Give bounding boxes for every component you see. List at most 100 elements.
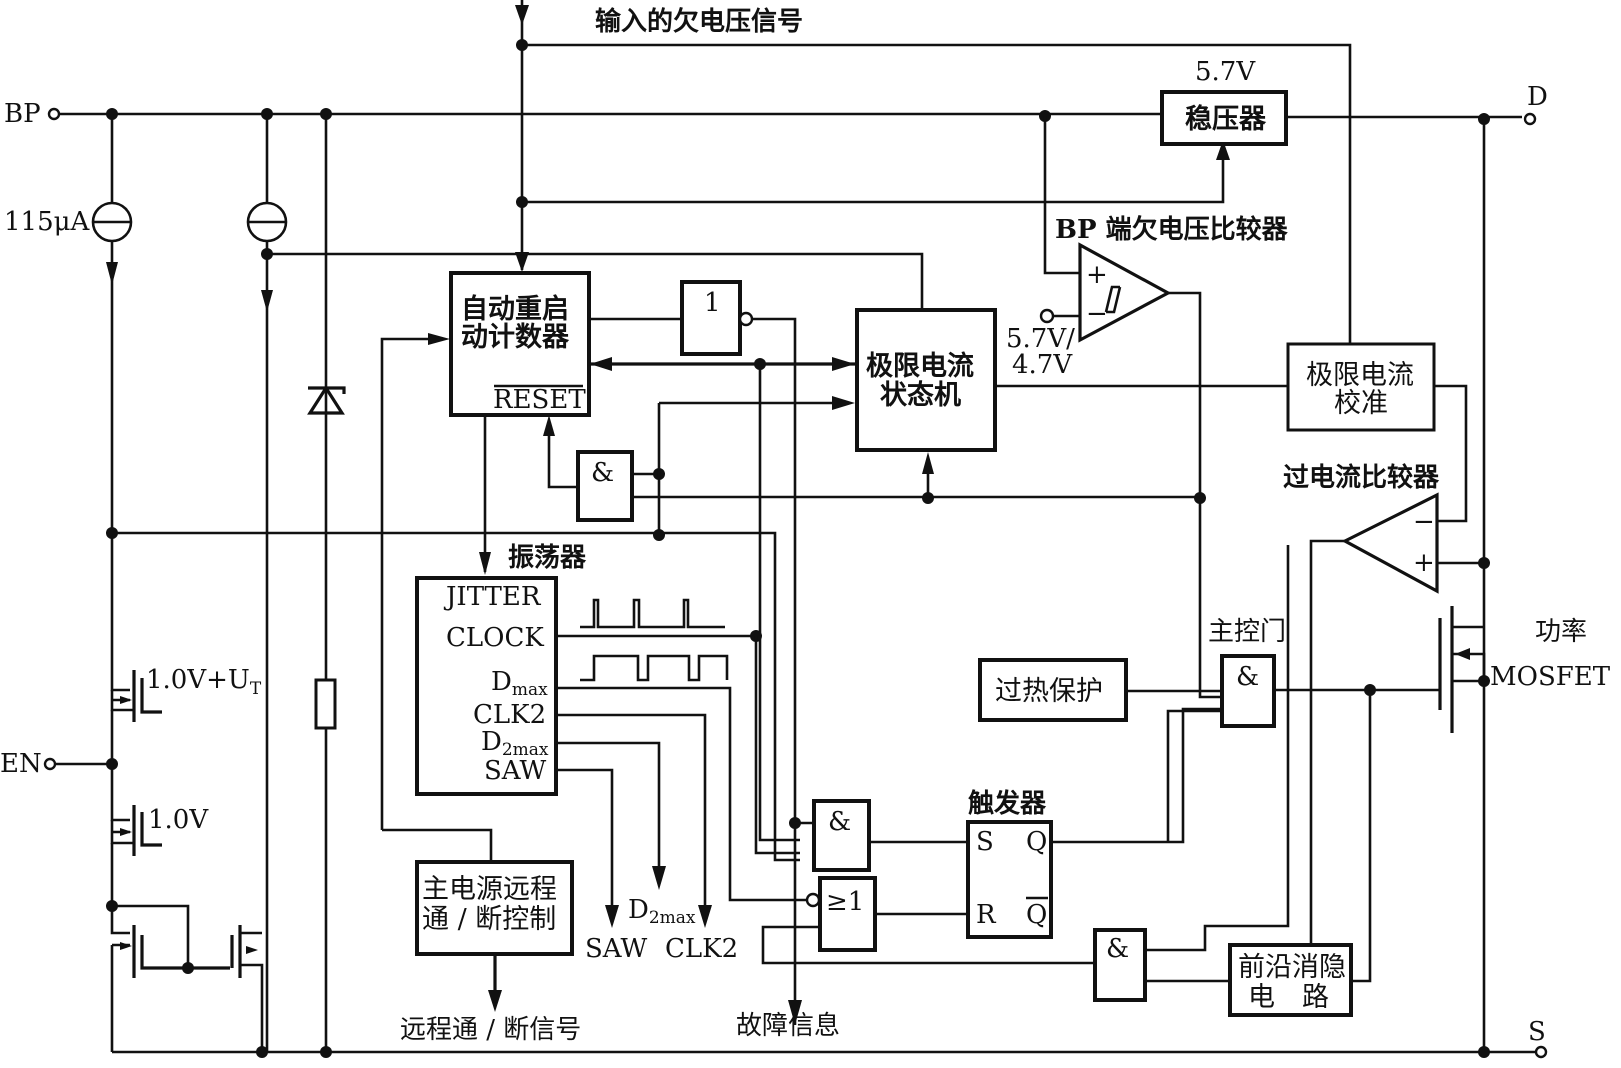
or-input-bubble	[805, 892, 821, 908]
osc-dmax-subscript: max	[512, 680, 548, 700]
osc-clk2-label: CLK2	[473, 700, 546, 730]
arrow-icon	[922, 452, 934, 474]
current-limit-calibration	[1286, 342, 1436, 432]
d2max-wire	[556, 741, 661, 885]
remote-label-2: 通 / 断控制	[422, 904, 556, 935]
arrow-icon	[428, 333, 450, 345]
ff-q-label: Q	[1026, 827, 1047, 857]
and-gate-label: &	[1236, 662, 1259, 692]
d2max-output-text: D	[628, 895, 649, 925]
wire	[382, 828, 493, 862]
calibration-label-1: 极限电流	[1306, 360, 1414, 391]
current-limit-state-machine	[855, 308, 997, 452]
osc-d2max-label: D2max	[481, 727, 549, 760]
pin-bp-label: BP	[4, 99, 41, 129]
junction-dot	[1194, 492, 1206, 504]
clock-waveform-icon	[580, 598, 725, 629]
pin-bp[interactable]	[47, 107, 61, 121]
wire	[547, 427, 578, 489]
comp-ref-pin	[1039, 308, 1055, 324]
pin-s-label: S	[1528, 1017, 1546, 1047]
clk2-output-label: CLK2	[665, 934, 738, 964]
bp-uv-comparator	[1078, 242, 1172, 343]
bp-uv-comparator-label: BP 端欠电压比较器	[1055, 214, 1289, 245]
regulator-voltage-label: 5.7V	[1195, 57, 1256, 87]
current-source-label: 115μA	[4, 207, 91, 237]
hysteresis-icon	[1104, 285, 1122, 314]
junction-dot	[256, 1046, 268, 1058]
pin-en[interactable]	[43, 757, 57, 771]
clock-gate-wire	[758, 364, 800, 842]
arrow-icon	[479, 552, 491, 575]
state-machine-label-2: 状态机	[880, 380, 961, 411]
arrow-icon	[120, 828, 132, 836]
osc-d2max-text: D	[481, 727, 502, 757]
inverter-bubble	[738, 311, 754, 327]
t2-label: 1.0V	[148, 805, 209, 835]
t1-subscript: T	[250, 679, 262, 699]
pin-d[interactable]	[1523, 112, 1537, 126]
and-gate-label: &	[591, 458, 614, 488]
en-signal-wire	[112, 531, 800, 862]
d2max-output-subscript: 2max	[649, 908, 696, 928]
wire	[110, 906, 130, 1052]
power-mosfet-icon	[1438, 606, 1454, 733]
junction-dot	[1478, 1046, 1490, 1058]
arrow-icon	[488, 990, 502, 1012]
and-gate-label: &	[828, 807, 851, 837]
auto-restart-counter-block	[449, 271, 591, 417]
nmos-icon	[132, 670, 162, 722]
leading-edge-blanking-block	[1228, 943, 1353, 1017]
thermal-label: 过热保护	[995, 676, 1103, 707]
and-gate-blanking	[1093, 928, 1147, 1002]
ff-qbar-label: Q	[1026, 900, 1047, 930]
wire	[761, 925, 1095, 965]
or-gate-label: ≥1	[826, 887, 864, 917]
zener-diode-icon	[308, 386, 346, 394]
d2max-output-label: D2max	[628, 895, 696, 928]
wire	[110, 843, 190, 967]
comp-plus-sign: +	[1086, 260, 1108, 290]
blanking-label-2: 电 路	[1248, 982, 1329, 1013]
oc-plus-sign: +	[1413, 548, 1435, 578]
wire	[1434, 384, 1468, 523]
osc-clock-label: CLOCK	[446, 623, 544, 653]
clock-to-and-wire	[754, 636, 800, 855]
overcurrent-comparator	[1341, 492, 1439, 594]
arrow-icon	[788, 1000, 802, 1025]
junction-dot	[1478, 675, 1490, 687]
osc-dmax-text: D	[491, 667, 512, 697]
wire	[267, 252, 924, 310]
power-mosfet-label-1: 功率	[1535, 617, 1587, 647]
flipflop-block	[966, 820, 1053, 939]
saw-wire	[556, 768, 614, 908]
pin-s[interactable]	[1534, 1045, 1548, 1059]
main-gate-label: 主控门	[1208, 617, 1286, 647]
uv-signal-wire	[522, 43, 1352, 345]
q-wire	[1051, 707, 1222, 844]
nmos-icon	[132, 925, 230, 978]
dmax-waveform-icon	[580, 654, 729, 682]
fault-info-label: 故障信息	[736, 1011, 840, 1041]
nmos-icon	[132, 805, 162, 856]
osc-dmax-label: Dmax	[491, 667, 548, 700]
arrow-icon	[515, 252, 529, 272]
arrow-icon	[832, 396, 855, 410]
or-gate-reset	[818, 876, 877, 952]
remote-ctrl-wire	[380, 337, 430, 830]
oc-minus-sign: −	[1413, 507, 1435, 537]
junction-dot	[1478, 557, 1490, 569]
wire	[1351, 690, 1372, 983]
regulator-ctrl-wire	[522, 152, 1225, 204]
osc-d2max-subscript: 2max	[502, 740, 549, 760]
wire	[1145, 545, 1290, 952]
flipflop-label: 触发器	[968, 788, 1047, 819]
inverter-label: 1	[704, 288, 721, 318]
arrow-icon	[261, 290, 273, 312]
reset-label: RESET	[493, 385, 586, 415]
state-machine-label-1: 极限电流	[866, 351, 974, 382]
and-gate-reset	[576, 450, 634, 522]
zener-diode-icon	[307, 385, 345, 415]
ff-r-label: R	[976, 900, 997, 930]
